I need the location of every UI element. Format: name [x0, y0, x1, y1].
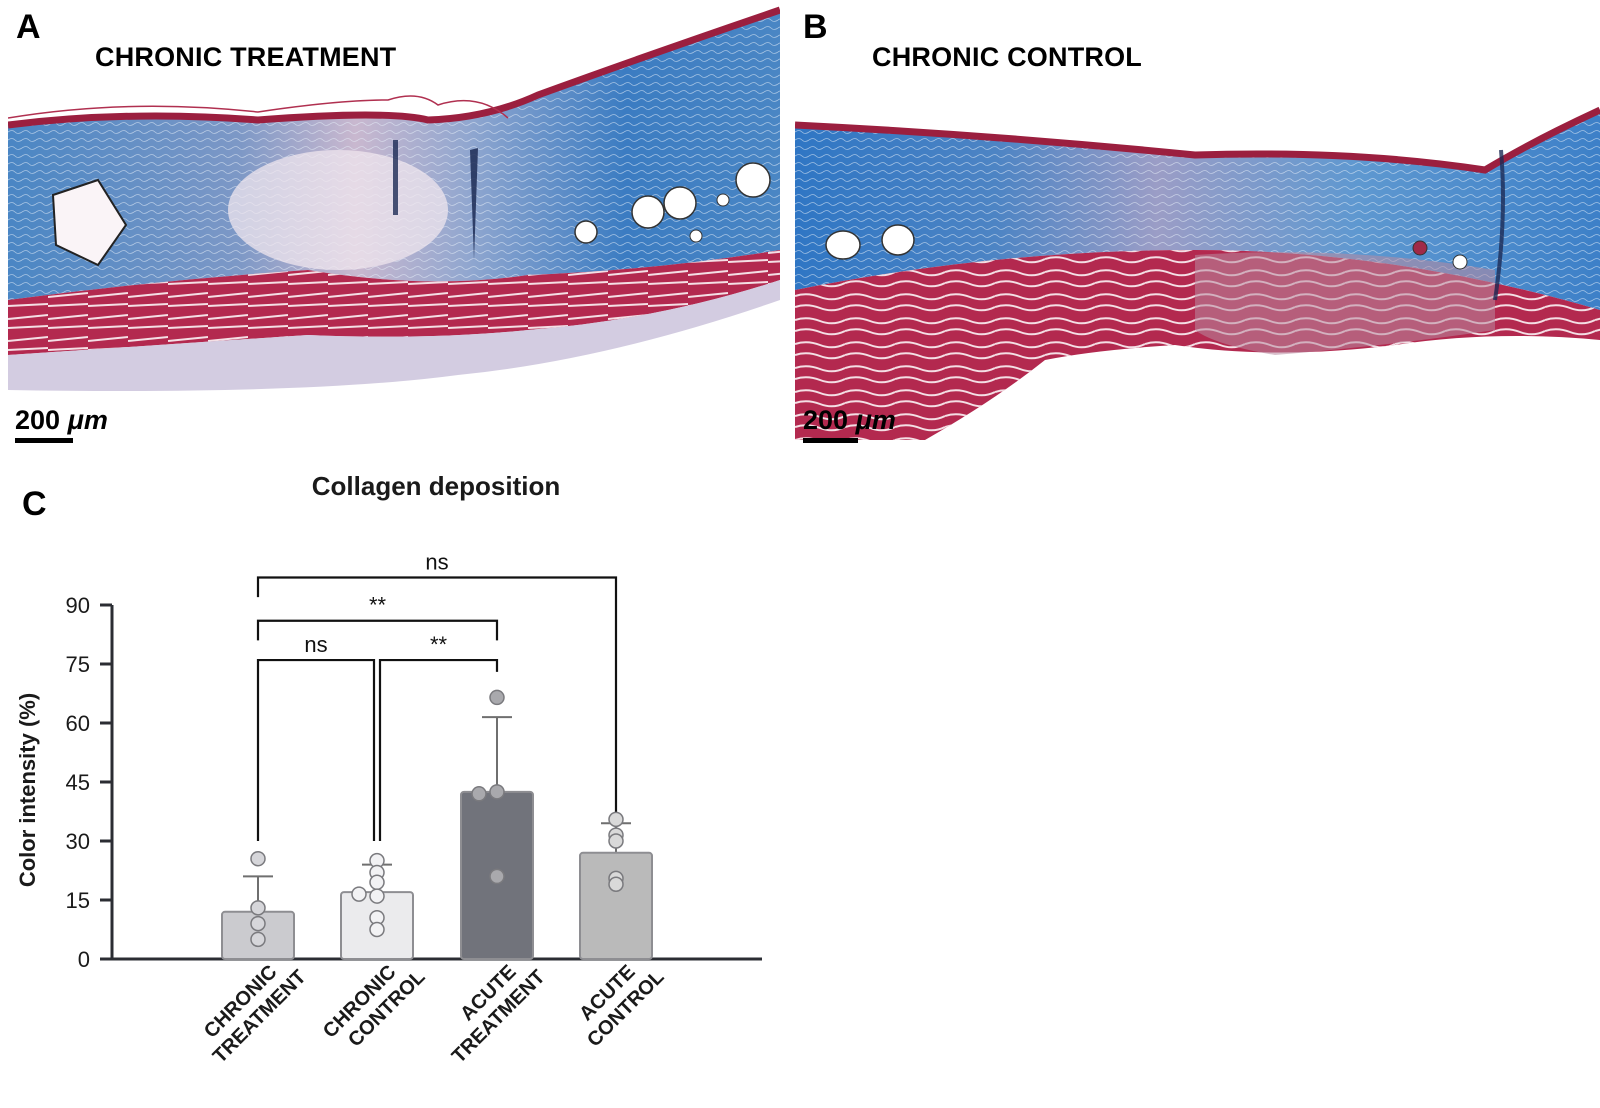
data-point — [471, 786, 487, 802]
y-tick-label: 75 — [66, 652, 90, 677]
bars — [221, 689, 653, 961]
scale-bar-b — [803, 438, 858, 443]
scale-unit: μm — [855, 405, 896, 435]
bracket-line — [256, 619, 499, 641]
significance-label: ** — [430, 632, 448, 657]
data-point — [250, 850, 266, 867]
bracket-line — [378, 658, 499, 841]
y-tick-label: 45 — [66, 770, 90, 795]
data-point — [351, 886, 367, 902]
y-tick-label: 0 — [78, 947, 90, 972]
y-tick-label: 60 — [66, 711, 90, 736]
collagen-bar-chart: C Collagen deposition Color intensity (%… — [15, 471, 762, 1068]
panel-letter-b: B — [803, 8, 828, 46]
data-point — [608, 833, 624, 849]
bar-group — [579, 811, 653, 960]
bar-group — [221, 850, 295, 960]
significance-brackets: ns ** ** ns — [256, 549, 618, 841]
data-point — [608, 876, 624, 893]
y-tick-label: 90 — [66, 593, 90, 618]
chart-title: Collagen deposition — [312, 471, 560, 501]
data-point — [250, 900, 266, 916]
bar-group — [340, 852, 414, 960]
data-point — [489, 868, 505, 885]
y-axis-label: Color intensity (%) — [15, 693, 40, 887]
panel-letter-c: C — [22, 485, 47, 523]
scale-value: 200 — [803, 405, 849, 435]
bracket-line — [256, 658, 376, 841]
significance-label: ns — [304, 632, 327, 657]
comparison-bracket: ** — [256, 593, 499, 641]
scale-value: 200 — [15, 405, 61, 435]
data-point — [369, 921, 385, 938]
significance-label: ns — [425, 549, 448, 574]
scale-unit: μm — [67, 405, 108, 435]
y-tick-label: 15 — [66, 888, 90, 913]
y-tick-label: 30 — [66, 829, 90, 854]
data-point — [608, 811, 624, 828]
panel-title-b: CHRONIC CONTROL — [872, 42, 1142, 72]
significance-label: ** — [369, 593, 387, 618]
data-point — [369, 874, 385, 891]
data-point — [250, 931, 266, 948]
bar — [579, 851, 653, 960]
tissue-section-a — [8, 6, 780, 391]
scale-label-b: 200 μm — [803, 405, 896, 436]
data-point — [369, 888, 385, 904]
panel-title-a: CHRONIC TREATMENT — [95, 42, 397, 72]
data-point — [250, 915, 266, 932]
data-point — [489, 689, 505, 706]
comparison-bracket: ** — [378, 632, 499, 841]
bar-group — [460, 689, 534, 961]
panel-letter-a: A — [16, 8, 41, 46]
scale-bar-a — [15, 438, 73, 443]
comparison-bracket: ns — [256, 549, 618, 841]
data-point — [489, 784, 505, 800]
scale-label-a: 200 μm — [15, 405, 108, 436]
comparison-bracket: ns — [256, 632, 376, 841]
bracket-line — [256, 576, 618, 841]
histology-image-chronic-control: B CHRONIC CONTROL 200 μm — [795, 0, 1600, 452]
tissue-section-b — [795, 106, 1600, 440]
histology-image-chronic-treatment: A CHRONIC TREATMENT 200 μm — [8, 0, 780, 452]
